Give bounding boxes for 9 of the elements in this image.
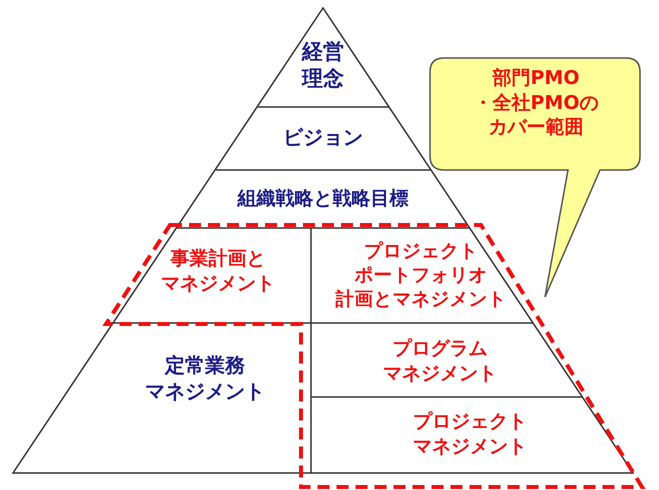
- tier-label: プログラムマネジメント: [374, 336, 506, 386]
- tier-label: 事業計画とマネジメント: [155, 246, 281, 296]
- tier-label: プロジェクトマネジメント: [404, 409, 536, 459]
- callout-text: 部門PMO・全社PMOのカバー範囲: [472, 66, 600, 140]
- tier-label: プロジェクトポートフォリオ計画とマネジメント: [321, 240, 521, 312]
- tier-label: 組織戦略と戦略目標: [209, 186, 437, 212]
- tier-label: 定常業務マネジメント: [135, 352, 275, 404]
- tier-label: 経営理念: [300, 38, 346, 94]
- tier-label: ビジョン: [243, 124, 403, 150]
